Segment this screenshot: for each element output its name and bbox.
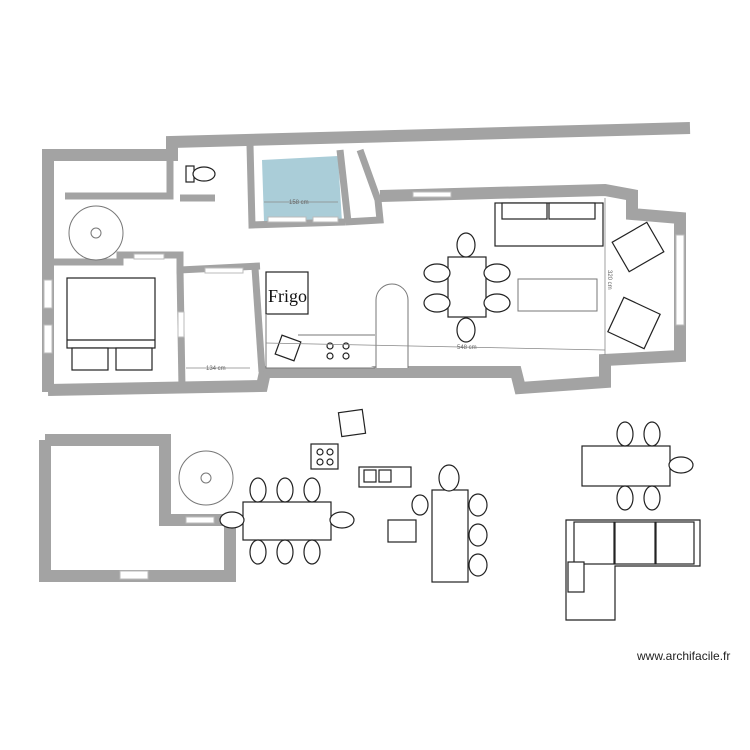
spiral-staircase (68, 205, 234, 506)
kitchen: Frigo (265, 271, 409, 369)
fridge-label: Frigo (268, 286, 307, 306)
dimension-lines: 158 cm 134 cm 548 cm 320 cm (186, 198, 612, 372)
armchairs (607, 221, 665, 350)
dim-living-depth: 320 cm (606, 270, 612, 290)
windows (43, 191, 685, 580)
dim-shower: 158 cm (289, 200, 309, 206)
loose-furniture (219, 408, 701, 621)
dining-table (423, 232, 511, 343)
watermark: www.archifacile.fr (636, 649, 730, 663)
dim-living-length: 548 cm (457, 345, 477, 351)
coffee-table (517, 278, 598, 312)
walls (39, 122, 691, 582)
dim-hall: 134 cm (206, 366, 226, 372)
toilet (185, 165, 216, 183)
bed (66, 277, 156, 371)
sofa (494, 202, 604, 247)
shower-area (262, 156, 342, 222)
